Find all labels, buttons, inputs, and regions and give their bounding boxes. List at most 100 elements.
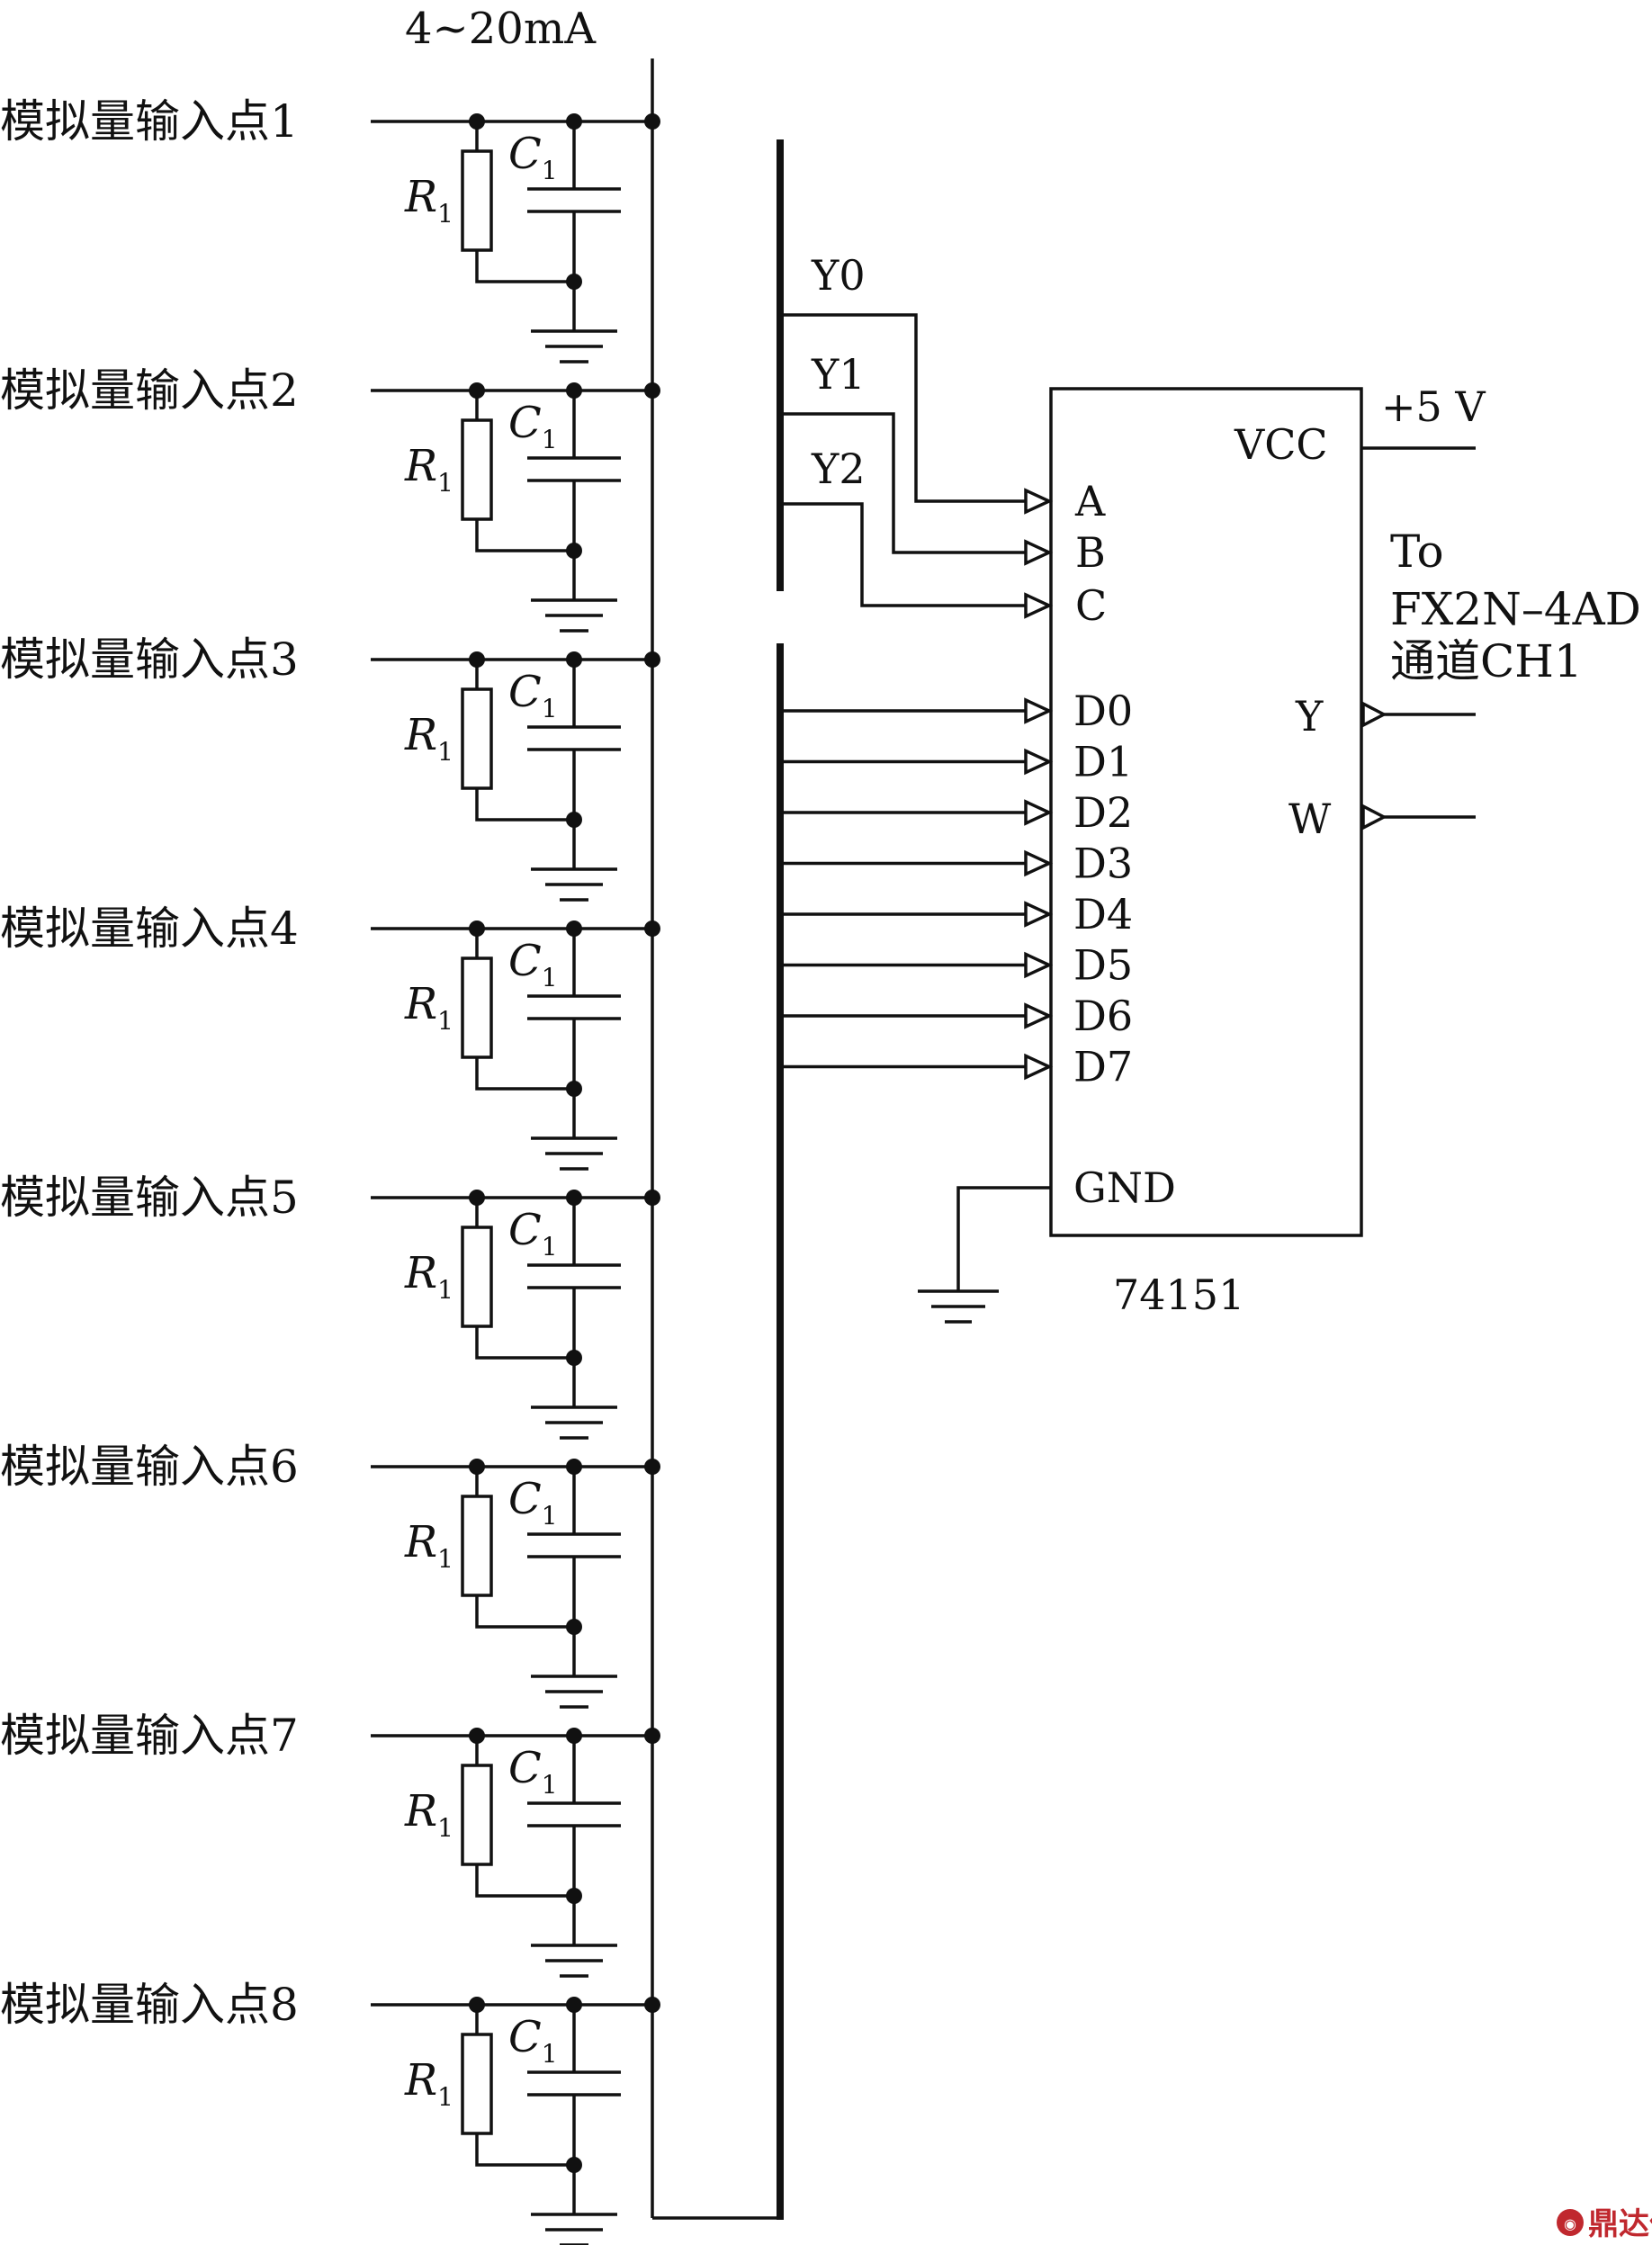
- capacitor-label: C1: [508, 1474, 558, 1531]
- pin-arrow-a: [1024, 488, 1054, 515]
- junction-dot: [644, 1728, 660, 1744]
- data-line-d2: D2: [780, 788, 1133, 837]
- data-pin-label: D2: [1073, 788, 1133, 837]
- data-pin-arrow: [1024, 849, 1054, 877]
- junction-dot: [566, 543, 582, 559]
- junction-dot: [566, 1459, 582, 1475]
- data-line-d3: D3: [780, 840, 1133, 888]
- junction-dot: [566, 1190, 582, 1206]
- resistor-label: R1: [404, 710, 453, 767]
- input-label: 模拟量输入点7: [0, 1710, 299, 1762]
- capacitor-label: C1: [508, 1743, 558, 1800]
- junction-dot: [644, 382, 660, 399]
- data-pin-arrow: [1024, 901, 1054, 928]
- current-range-label: 4~20mA: [405, 4, 597, 54]
- junction-dot: [469, 382, 485, 399]
- data-pin-label: D6: [1073, 992, 1133, 1040]
- watermark-logo: ◉ 鼎达信: [1557, 2206, 1652, 2242]
- resistor-label: R1: [404, 441, 453, 498]
- junction-dot: [566, 920, 582, 937]
- resistor-label: R1: [404, 172, 453, 229]
- junction-dot: [644, 1459, 660, 1475]
- junction-dot: [644, 113, 660, 130]
- data-pin-arrow: [1024, 799, 1054, 826]
- chip-74151-body: [1049, 387, 1363, 1237]
- junction-dot: [469, 113, 485, 130]
- input-label: 模拟量输入点8: [0, 1979, 299, 2031]
- resistor-r1: [461, 1226, 493, 1328]
- junction-dot: [469, 1728, 485, 1744]
- pin-arrow-c: [1024, 592, 1054, 619]
- select-label-y1: Y1: [811, 350, 866, 399]
- junction-dot: [566, 1350, 582, 1366]
- resistor-label: R1: [404, 1786, 453, 1843]
- junction-dot: [566, 2157, 582, 2173]
- input-label: 模拟量输入点2: [0, 364, 299, 417]
- destination-line-2: FX2N–4AD: [1390, 583, 1641, 635]
- resistor-r1: [461, 1495, 493, 1597]
- out-label-y: Y: [1295, 692, 1324, 741]
- junction-dot: [644, 1997, 660, 2013]
- capacitor-label: C1: [508, 936, 558, 992]
- junction-dot: [469, 1459, 485, 1475]
- junction-dot: [566, 651, 582, 668]
- junction-dot: [644, 651, 660, 668]
- resistor-lead-bottom: [475, 1057, 574, 1091]
- pin-label-b: B: [1075, 528, 1106, 577]
- data-line-d1: D1: [780, 738, 1133, 786]
- gnd-wire: [956, 1186, 1051, 1291]
- resistor-lead-bottom: [475, 788, 574, 822]
- junction-dot: [469, 920, 485, 937]
- select-wire-y2: [780, 502, 1026, 607]
- input-label: 模拟量输入点5: [0, 1172, 299, 1224]
- resistor-r1: [461, 956, 493, 1059]
- data-line-d0: D0: [780, 687, 1133, 735]
- select-label-y0: Y0: [811, 251, 866, 300]
- input-stages: 模拟量输入点1R1C1模拟量输入点2R1C1模拟量输入点3R1C1模拟量输入点4…: [0, 95, 660, 2245]
- resistor-lead-bottom: [475, 1595, 574, 1629]
- watermark-text: 鼎达信: [1588, 2206, 1652, 2242]
- junction-dot: [566, 113, 582, 130]
- data-pin-arrow: [1024, 1053, 1054, 1081]
- data-pin-label: D0: [1073, 687, 1133, 735]
- pin-label-vcc: VCC: [1234, 420, 1328, 469]
- destination-line-1: To: [1390, 525, 1444, 578]
- resistor-r1: [461, 418, 493, 521]
- static-wiring: [651, 58, 1476, 2220]
- resistor-lead-bottom: [475, 2133, 574, 2167]
- out-arrow-w: [1361, 804, 1387, 831]
- pin-label-c: C: [1075, 581, 1107, 630]
- data-line-d5: D5: [780, 941, 1133, 990]
- pin-label-a: A: [1074, 477, 1106, 525]
- out-label-w: W: [1288, 795, 1332, 843]
- junction-dot: [566, 1728, 582, 1744]
- data-pin-arrow: [1024, 1002, 1054, 1029]
- data-pin-label: D3: [1073, 840, 1133, 888]
- supply-label: +5 V: [1381, 382, 1486, 431]
- capacitor-label: C1: [508, 667, 558, 723]
- junction-dot: [566, 274, 582, 290]
- junction-dot: [566, 1619, 582, 1635]
- junction-dot: [644, 920, 660, 937]
- resistor-lead-bottom: [475, 519, 574, 552]
- resistor-lead-bottom: [475, 1864, 574, 1898]
- capacitor-label: C1: [508, 129, 558, 185]
- input-label: 模拟量输入点6: [0, 1441, 299, 1493]
- chip-name-label: 74151: [1113, 1271, 1244, 1319]
- junction-dot: [469, 1190, 485, 1206]
- select-wire-y0: [780, 313, 1026, 503]
- data-pin-label: D7: [1073, 1043, 1133, 1091]
- resistor-r1: [461, 687, 493, 790]
- out-arrow-y: [1361, 701, 1387, 728]
- select-wire-y1: [780, 412, 1026, 554]
- pin-label-gnd: GND: [1073, 1163, 1176, 1212]
- resistor-r1: [461, 2033, 493, 2135]
